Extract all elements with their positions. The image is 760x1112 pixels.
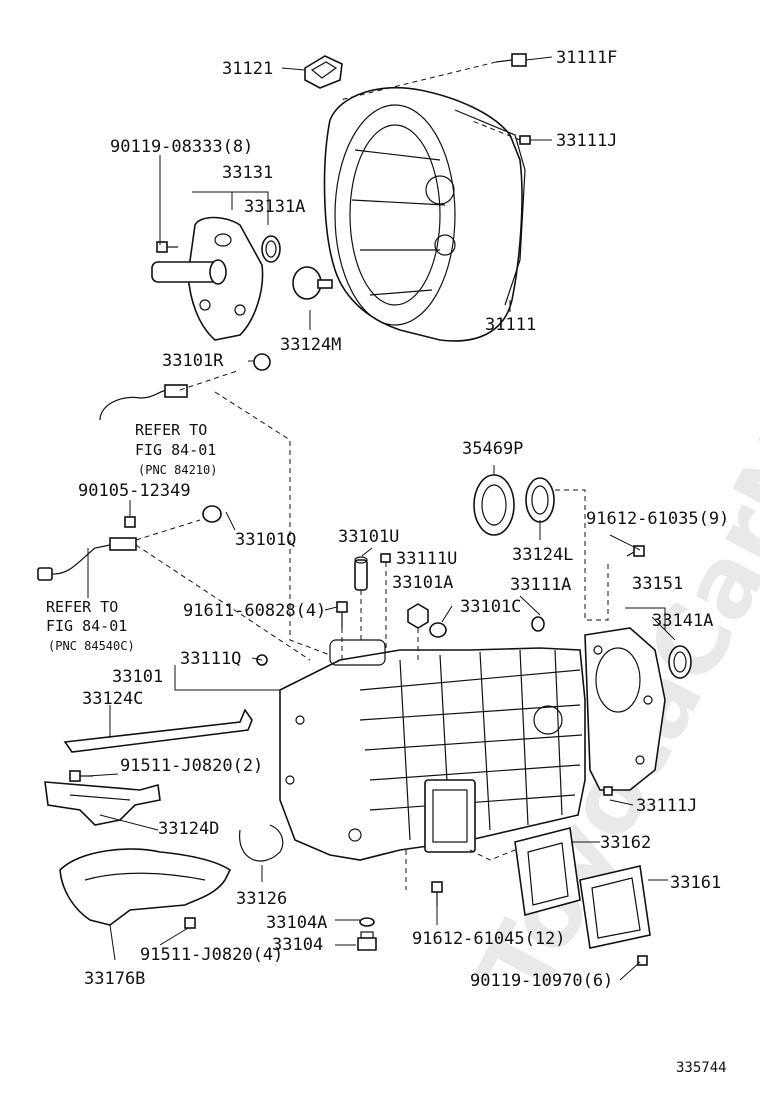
part-33162-gasket bbox=[514, 827, 581, 917]
back-up-lamp-switch bbox=[99, 384, 188, 421]
label-33101Q: 33101Q bbox=[235, 530, 296, 550]
label-33124L: 33124L bbox=[512, 545, 573, 565]
label-33101: 33101 bbox=[112, 667, 163, 687]
part-33126-snap-ring bbox=[239, 824, 284, 862]
part-33101Q-plug bbox=[202, 505, 222, 523]
part-91511-J0820-b-bolt bbox=[184, 917, 196, 929]
label-33101C: 33101C bbox=[460, 597, 521, 617]
label-33111A: 33111A bbox=[510, 575, 571, 595]
part-33124D-bracket bbox=[44, 781, 161, 826]
figure-number: 335744 bbox=[676, 1060, 727, 1076]
label-35469P: 35469P bbox=[462, 439, 523, 459]
part-90119-10970-bolt bbox=[637, 955, 648, 966]
part-33111J-pin-bottom bbox=[603, 786, 613, 796]
part-33124C-bracket bbox=[63, 708, 253, 753]
label-33124M: 33124M bbox=[280, 335, 341, 355]
label-90105-12349: 90105-12349 bbox=[78, 481, 191, 501]
part-90105-12349-bolt bbox=[124, 516, 136, 528]
part-33101R-plug bbox=[253, 353, 271, 371]
label-31111: 31111 bbox=[485, 315, 536, 335]
part-33124L-seal bbox=[525, 477, 555, 523]
alignment-dashed-lines bbox=[135, 61, 609, 890]
label-33104: 33104 bbox=[272, 935, 323, 955]
label-90119-08333: 90119-08333(8) bbox=[110, 137, 253, 157]
ref2-line3: (PNC 84540C) bbox=[48, 639, 135, 653]
label-33124C: 33124C bbox=[82, 689, 143, 709]
part-33124M-pivot bbox=[292, 266, 333, 300]
part-33101A-plug bbox=[407, 603, 429, 629]
label-91511-J0820-a: 91511-J0820(2) bbox=[120, 756, 263, 776]
ref2-line2: FIG 84-01 bbox=[46, 617, 127, 635]
label-33124D: 33124D bbox=[158, 819, 219, 839]
part-31111F-bolt bbox=[495, 53, 527, 67]
label-33162: 33162 bbox=[600, 833, 651, 853]
label-91511-J0820-b: 91511-J0820(4) bbox=[140, 945, 283, 965]
label-33111Q: 33111Q bbox=[180, 649, 241, 669]
label-91611-60828: 91611-60828(4) bbox=[183, 601, 326, 621]
part-labels: 31121 31111F 33111J 90119-08333(8) 33131… bbox=[46, 48, 729, 991]
label-91612-61035: 91612-61035(9) bbox=[586, 509, 729, 529]
ref1-line2: FIG 84-01 bbox=[135, 441, 216, 459]
label-90119-10970: 90119-10970(6) bbox=[470, 971, 613, 991]
leader-lines bbox=[87, 56, 676, 981]
bearing-retainer-33131 bbox=[151, 216, 264, 341]
label-33111J-top: 33111J bbox=[556, 131, 617, 151]
part-33141A-oil-seal bbox=[668, 645, 692, 679]
part-33176B-cover bbox=[59, 848, 232, 926]
ref1-line3: (PNC 84210) bbox=[138, 463, 217, 477]
label-33101A: 33101A bbox=[392, 573, 453, 593]
label-33151: 33151 bbox=[632, 574, 683, 594]
label-33126: 33126 bbox=[236, 889, 287, 909]
part-91612-61035-bolt bbox=[626, 545, 645, 557]
ref2-line1: REFER TO bbox=[46, 598, 118, 616]
part-91611-60828-bolt bbox=[336, 601, 348, 628]
part-33131A-oil-seal bbox=[261, 235, 281, 263]
ref1-line1: REFER TO bbox=[135, 421, 207, 439]
label-33101U: 33101U bbox=[338, 527, 399, 547]
part-33101U-plug bbox=[354, 556, 368, 591]
extension-housing-33151 bbox=[584, 627, 666, 791]
part-31121-seal bbox=[304, 55, 343, 89]
part-91612-61045-bolt bbox=[431, 881, 443, 906]
part-33104A-gasket bbox=[359, 917, 375, 927]
part-35469P-bearing bbox=[473, 474, 515, 536]
part-90119-08333-bolt bbox=[156, 241, 178, 253]
part-33111A-pin bbox=[531, 616, 545, 632]
part-33101C-plug bbox=[429, 622, 447, 638]
label-33131: 33131 bbox=[222, 163, 273, 183]
label-33161: 33161 bbox=[670, 873, 721, 893]
label-33176B: 33176B bbox=[84, 969, 145, 989]
label-91612-61045: 91612-61045(12) bbox=[412, 929, 566, 949]
label-33111J-bottom: 33111J bbox=[636, 796, 697, 816]
transmission-case-33101 bbox=[279, 639, 586, 861]
part-33111J-pin-top bbox=[519, 135, 531, 145]
neutral-start-switch bbox=[37, 537, 137, 581]
part-33161-cover bbox=[579, 865, 651, 949]
part-33104-drain-plug bbox=[357, 931, 377, 951]
label-33131A: 33131A bbox=[244, 197, 305, 217]
clutch-bell-housing bbox=[323, 86, 526, 342]
label-33141A: 33141A bbox=[652, 611, 713, 631]
label-33104A: 33104A bbox=[266, 913, 327, 933]
part-33111U-pin bbox=[380, 553, 391, 563]
label-31121: 31121 bbox=[222, 59, 273, 79]
label-33111U: 33111U bbox=[396, 549, 457, 569]
label-33101R: 33101R bbox=[162, 351, 224, 371]
label-31111F: 31111F bbox=[556, 48, 617, 68]
